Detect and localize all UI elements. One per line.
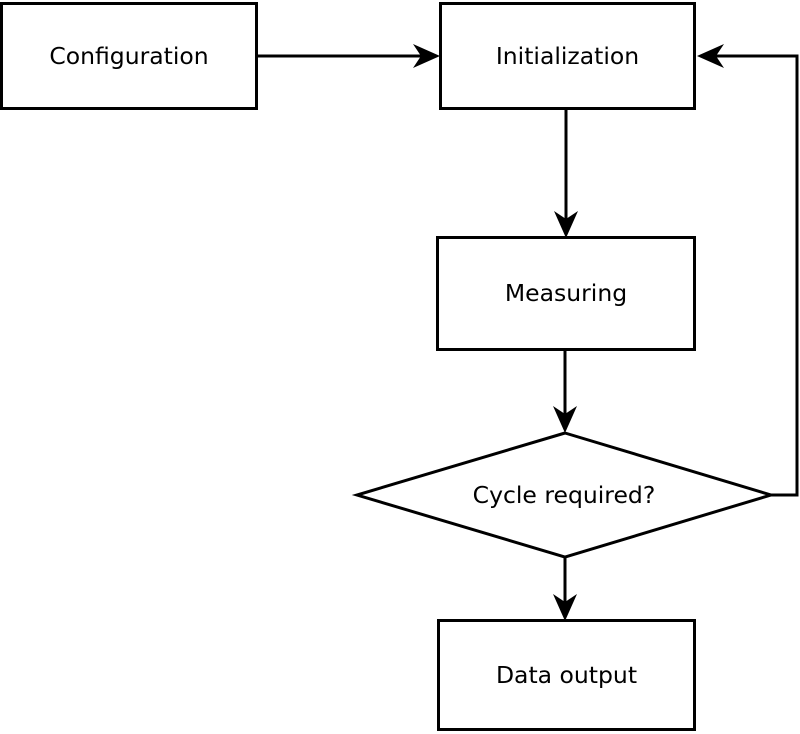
node-measuring: Measuring (436, 236, 696, 351)
node-configuration: Configuration (0, 2, 258, 110)
node-initialization-label: Initialization (495, 41, 640, 70)
edge-measuring-to-decision (553, 349, 577, 433)
node-configuration-label: Configuration (49, 41, 209, 70)
node-data-output-label: Data output (495, 660, 638, 689)
arrowhead-right-icon (413, 44, 440, 68)
node-data-output: Data output (437, 619, 696, 731)
node-decision-label: Cycle required? (472, 480, 656, 509)
decision-diamond-shape (351, 431, 777, 559)
arrowhead-left-icon (697, 44, 724, 68)
edge-decision-to-data-output (553, 555, 577, 621)
arrowhead-down-icon (553, 594, 577, 621)
edge-initialization-to-measuring (554, 108, 578, 238)
arrowhead-down-icon (554, 211, 578, 238)
arrowhead-down-icon (553, 406, 577, 433)
edge-decision-to-initialization-loop (697, 44, 799, 497)
edge-configuration-to-initialization (256, 44, 440, 68)
node-measuring-label: Measuring (504, 279, 628, 308)
edge-polyline (706, 54, 799, 497)
node-initialization: Initialization (439, 2, 696, 110)
node-decision: Cycle required? (357, 433, 771, 557)
